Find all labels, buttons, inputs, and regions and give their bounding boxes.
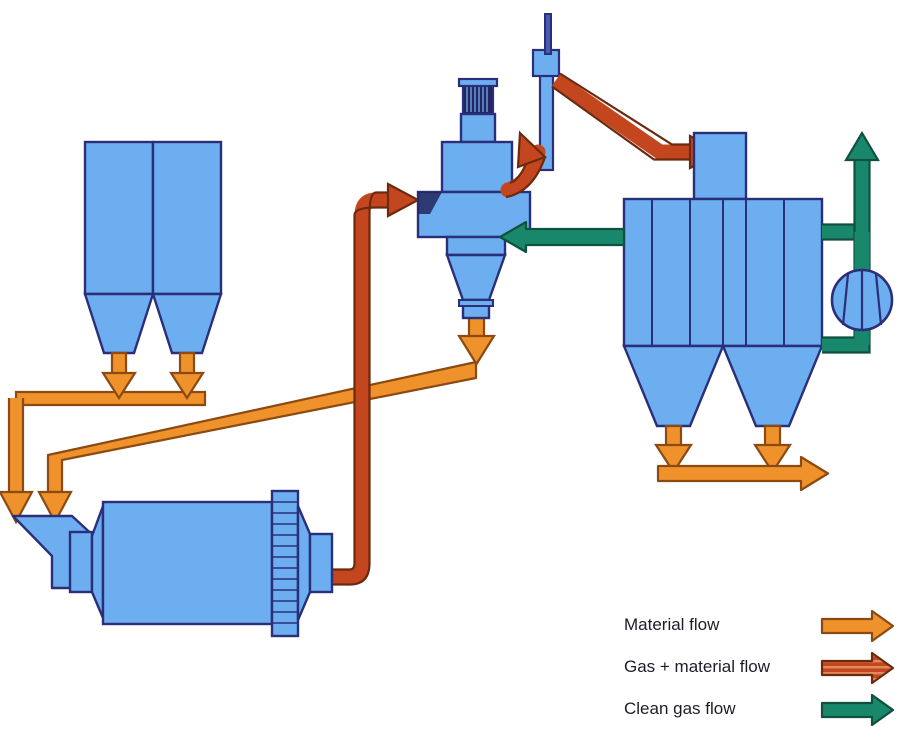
classifier-outlet-flange bbox=[458, 299, 494, 307]
mill-shell bbox=[101, 500, 274, 626]
damper-stem bbox=[544, 13, 552, 55]
fan-blades bbox=[841, 271, 883, 330]
silo-drop-left-outline bbox=[7, 398, 25, 495]
mill-feed-arrowhead-left bbox=[0, 490, 34, 525]
legend-item-clean-gas-flow: Clean gas flow bbox=[624, 693, 895, 727]
silo-discharge-arrow-right bbox=[168, 351, 206, 401]
classifier-motor-fins bbox=[466, 86, 488, 112]
filter-inlet-duct-outline bbox=[551, 72, 694, 161]
legend-label-material-flow: Material flow bbox=[624, 615, 720, 634]
equipment-damper-riser[interactable] bbox=[531, 13, 561, 172]
classifier-cone-collar bbox=[445, 235, 507, 257]
equipment-bag-filter[interactable] bbox=[622, 131, 824, 428]
silo-hopper-right bbox=[151, 292, 223, 355]
riser-outline-outer bbox=[320, 191, 392, 586]
silo-discharge-bus bbox=[14, 390, 207, 407]
mill-trunnion-left bbox=[68, 530, 94, 594]
silo-discharge-arrow-left bbox=[100, 351, 138, 401]
flow-silo-to-mill bbox=[0, 390, 207, 525]
classifier-upper-body bbox=[440, 140, 514, 194]
classifier-reject-arrow bbox=[457, 316, 496, 367]
clean-gas-stack-arrowhead bbox=[844, 130, 880, 162]
classifier-inlet-arrowhead bbox=[386, 182, 421, 218]
equipment-classifier[interactable] bbox=[416, 77, 532, 367]
legend-arrow-gas-material-flow bbox=[820, 651, 895, 685]
riser-entry-arrowhead bbox=[516, 130, 548, 169]
filter-compartment-dividers bbox=[651, 199, 785, 346]
silo-body-right bbox=[151, 140, 223, 296]
clean-gas-return-duct bbox=[498, 220, 626, 254]
flow-filter-product-discharge bbox=[653, 424, 830, 492]
filter-discharge-arrow-left bbox=[653, 424, 694, 475]
equipment-fan[interactable] bbox=[830, 268, 894, 332]
silo-body-left bbox=[83, 140, 155, 296]
filter-inlet-box bbox=[692, 131, 748, 201]
legend-label-clean-gas-flow: Clean gas flow bbox=[624, 699, 736, 718]
filter-discharge-arrow-right bbox=[752, 424, 793, 475]
legend-label-gas-material-flow: Gas + material flow bbox=[624, 657, 771, 676]
riser-outline-inner bbox=[320, 206, 392, 571]
mill-trunnion-right bbox=[308, 532, 334, 594]
product-discharge-bus bbox=[656, 455, 830, 492]
filter-inlet-duct bbox=[551, 73, 694, 160]
classifier-inlet-shadow bbox=[418, 192, 442, 214]
legend-arrow-clean-gas-flow bbox=[820, 693, 895, 727]
mill-feed-arrowhead-right bbox=[37, 490, 73, 525]
legend-arrow-material-flow bbox=[820, 609, 895, 643]
classifier-motor-cap bbox=[457, 77, 499, 88]
flow-mill-to-classifier bbox=[320, 182, 421, 586]
silo-hopper-left bbox=[83, 292, 155, 355]
filter-hopper-right bbox=[721, 344, 824, 428]
equipment-feed-silos[interactable] bbox=[83, 140, 223, 401]
legend-item-material-flow: Material flow bbox=[624, 609, 895, 643]
filter-hopper-left bbox=[622, 344, 725, 428]
mill-gear-teeth bbox=[272, 501, 298, 624]
classifier-drive-housing bbox=[459, 112, 497, 144]
equipment-ball-mill[interactable] bbox=[11, 489, 334, 638]
legend: Material flow Gas + material flow Clean … bbox=[624, 609, 895, 727]
legend-item-gas-material-flow: Gas + material flow bbox=[624, 651, 895, 685]
